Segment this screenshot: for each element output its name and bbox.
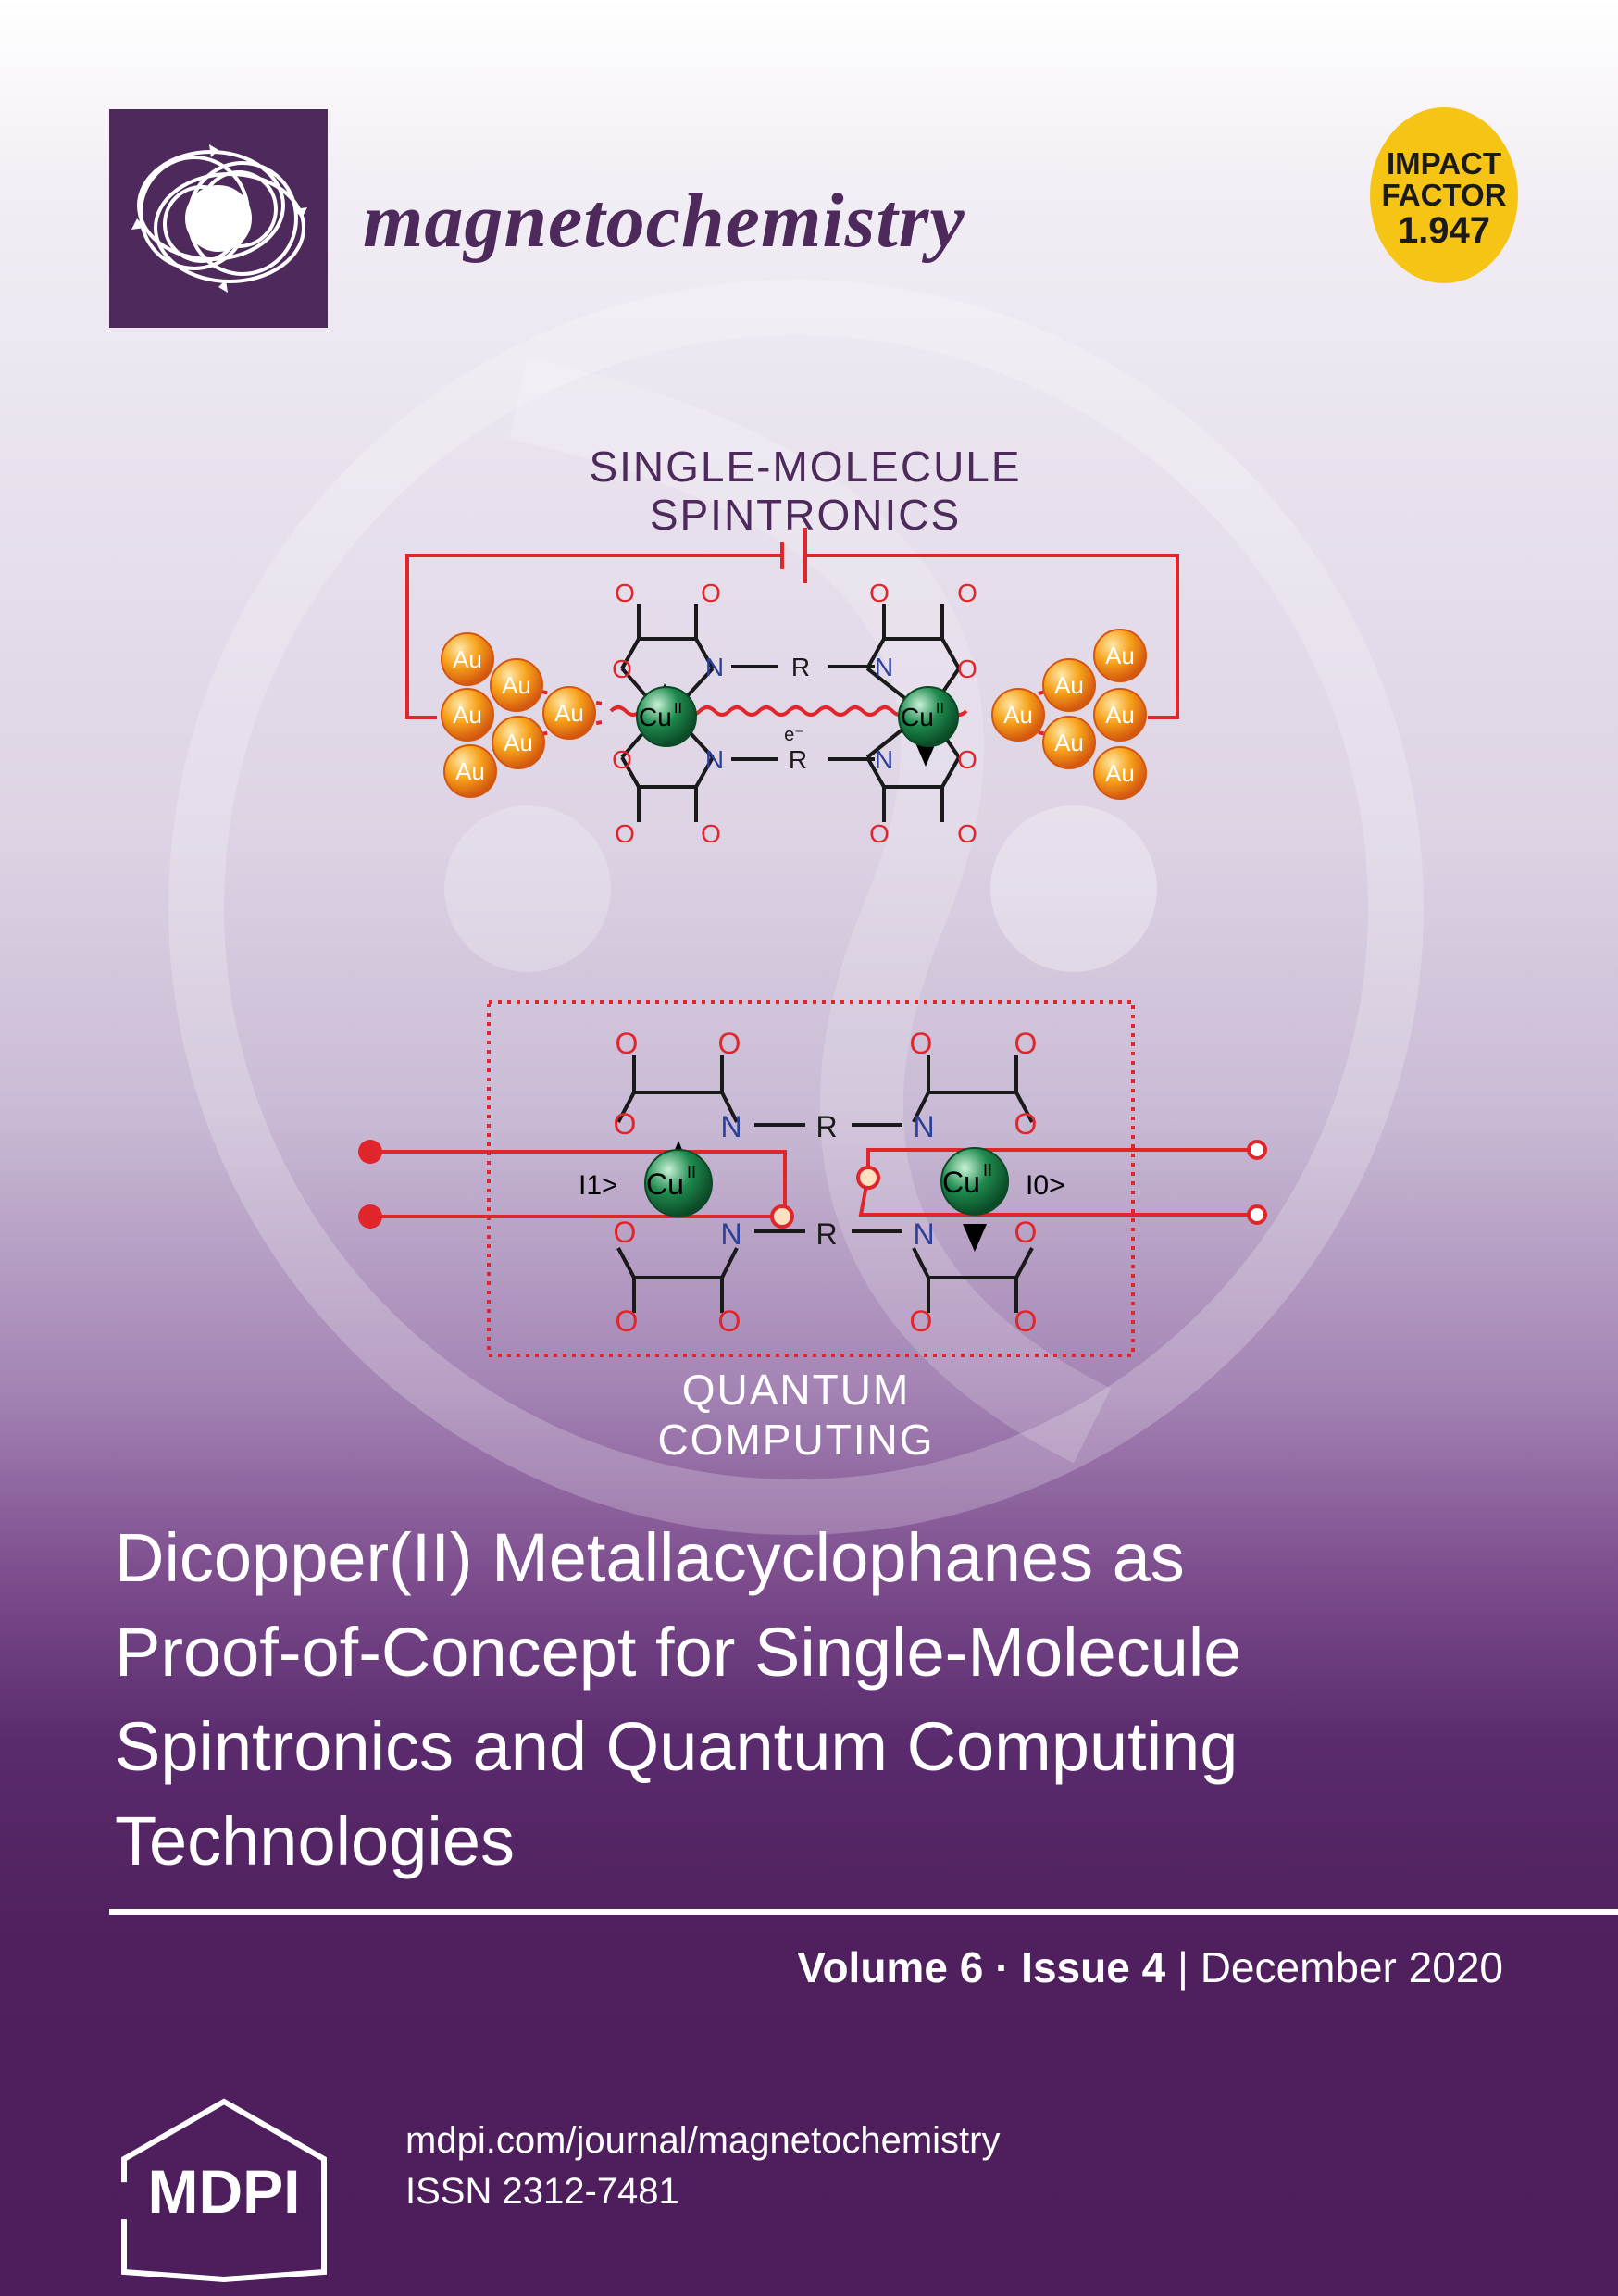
- svg-text:O: O: [615, 579, 635, 607]
- svg-text:O: O: [869, 819, 890, 848]
- svg-text:Au: Au: [453, 645, 482, 673]
- quantum-computing-caption: QUANTUM COMPUTING: [518, 1365, 1074, 1465]
- hexagon-icon: [121, 2098, 327, 2283]
- svg-text:O: O: [614, 1107, 637, 1141]
- svg-text:Au: Au: [453, 701, 482, 729]
- issue-info: Volume 6 · Issue 4 | December 2020: [797, 1942, 1503, 1992]
- spintronics-caption-line1: SINGLE-MOLECULE: [589, 443, 1022, 491]
- issue-separator: ·: [995, 1943, 1010, 1991]
- svg-text:R: R: [791, 653, 810, 681]
- svg-text:O: O: [612, 655, 632, 683]
- svg-text:O: O: [957, 655, 977, 683]
- gold-cluster-right: Au Au Au Au Au Au: [991, 629, 1147, 800]
- svg-text:O: O: [910, 1304, 933, 1338]
- svg-text:N: N: [705, 745, 724, 774]
- svg-text:N: N: [913, 1217, 934, 1251]
- article-title-line: Spintronics and Quantum Computing: [115, 1708, 1238, 1785]
- gold-cluster-left: Au Au Au Au Au Au: [441, 632, 596, 798]
- impact-factor-label: IMPACT: [1386, 146, 1502, 181]
- svg-text:Au: Au: [502, 671, 531, 699]
- svg-text:Au: Au: [504, 729, 533, 756]
- svg-text:Au: Au: [554, 699, 584, 727]
- svg-text:Cu: Cu: [639, 703, 672, 731]
- svg-text:O: O: [615, 819, 635, 848]
- svg-text:O: O: [910, 1027, 933, 1060]
- svg-text:Au: Au: [1054, 671, 1084, 699]
- svg-text:II: II: [983, 1161, 992, 1179]
- svg-text:O: O: [718, 1027, 741, 1060]
- impact-factor-value: 1.947: [1397, 210, 1491, 251]
- journal-logo: [109, 109, 328, 328]
- quantum-caption-line1: QUANTUM: [681, 1366, 911, 1414]
- copper-qubit-right: [940, 1147, 1009, 1216]
- svg-text:Au: Au: [455, 757, 485, 785]
- article-title: Dicopper(II) Metallacyclophanes as Proof…: [115, 1511, 1559, 1889]
- qubit-state-1: I1>: [579, 1170, 618, 1201]
- magnetic-field-lines-icon: [131, 144, 307, 293]
- svg-text:Cu: Cu: [901, 703, 934, 731]
- quantum-gate: Cu II Cu II I1> I0> O O O O O O O O O: [358, 1000, 1267, 1357]
- copper-atom-right: [898, 686, 959, 747]
- mdpi-logo-text: MDPI: [148, 2157, 301, 2226]
- svg-text:N: N: [705, 653, 724, 681]
- svg-text:O: O: [957, 819, 977, 848]
- svg-text:R: R: [815, 1110, 837, 1143]
- journal-url[interactable]: mdpi.com/journal/magnetochemistry: [405, 2120, 1001, 2161]
- svg-text:O: O: [957, 579, 977, 607]
- svg-text:O: O: [614, 1216, 637, 1249]
- svg-text:N: N: [913, 1110, 934, 1143]
- svg-text:O: O: [701, 819, 721, 848]
- impact-factor-badge: IMPACT FACTOR 1.947: [1370, 107, 1518, 283]
- svg-text:O: O: [1014, 1216, 1038, 1249]
- issn: ISSN 2312-7481: [405, 2171, 679, 2212]
- spintronics-circuit: Au Au Au Au Au Au Au Au Au: [405, 528, 1179, 848]
- article-title-line: Technologies: [115, 1803, 515, 1879]
- svg-text:O: O: [957, 745, 977, 774]
- mdpi-logo: MDPI: [121, 2098, 327, 2283]
- svg-text:Au: Au: [1003, 701, 1033, 729]
- volume-label: Volume 6: [797, 1943, 984, 1991]
- svg-text:O: O: [612, 745, 632, 774]
- svg-text:O: O: [1014, 1304, 1038, 1338]
- qubit-state-0: I0>: [1026, 1170, 1065, 1201]
- svg-text:O: O: [701, 579, 721, 607]
- svg-text:O: O: [869, 579, 890, 607]
- issue-date: December 2020: [1200, 1943, 1503, 1991]
- svg-text:R: R: [789, 745, 807, 774]
- divider-rule: [109, 1909, 1618, 1915]
- svg-text:N: N: [720, 1110, 741, 1143]
- svg-text:R: R: [815, 1217, 837, 1251]
- svg-text:Au: Au: [1105, 701, 1135, 729]
- copper-qubit-left: [644, 1149, 713, 1217]
- copper-atom-left: [636, 686, 697, 747]
- svg-text:Cu: Cu: [646, 1167, 684, 1201]
- quantum-caption-line2: COMPUTING: [657, 1416, 935, 1464]
- svg-text:e⁻: e⁻: [784, 725, 804, 745]
- svg-text:Cu: Cu: [942, 1166, 980, 1199]
- svg-text:II: II: [936, 701, 944, 717]
- spintronics-caption: SINGLE-MOLECULE SPINTRONICS: [518, 443, 1092, 539]
- svg-text:II: II: [674, 701, 682, 717]
- svg-text:II: II: [687, 1163, 696, 1181]
- article-title-line: Dicopper(II) Metallacyclophanes as: [115, 1519, 1185, 1596]
- journal-name: magnetochemistry: [363, 178, 965, 264]
- svg-text:O: O: [718, 1304, 741, 1338]
- svg-text:O: O: [1014, 1027, 1038, 1060]
- svg-text:Au: Au: [1105, 642, 1135, 669]
- article-title-line: Proof-of-Concept for Single-Molecule: [115, 1614, 1242, 1691]
- svg-text:O: O: [1014, 1107, 1038, 1141]
- svg-text:O: O: [616, 1304, 639, 1338]
- svg-text:N: N: [875, 653, 893, 681]
- svg-text:Au: Au: [1054, 729, 1084, 756]
- svg-text:O: O: [616, 1027, 639, 1060]
- svg-text:N: N: [720, 1217, 741, 1251]
- svg-text:Au: Au: [1105, 759, 1135, 787]
- issue-divider: |: [1176, 1943, 1189, 1991]
- svg-text:N: N: [875, 745, 893, 774]
- impact-factor-label-2: FACTOR: [1381, 178, 1507, 212]
- issue-label: Issue 4: [1021, 1943, 1166, 1991]
